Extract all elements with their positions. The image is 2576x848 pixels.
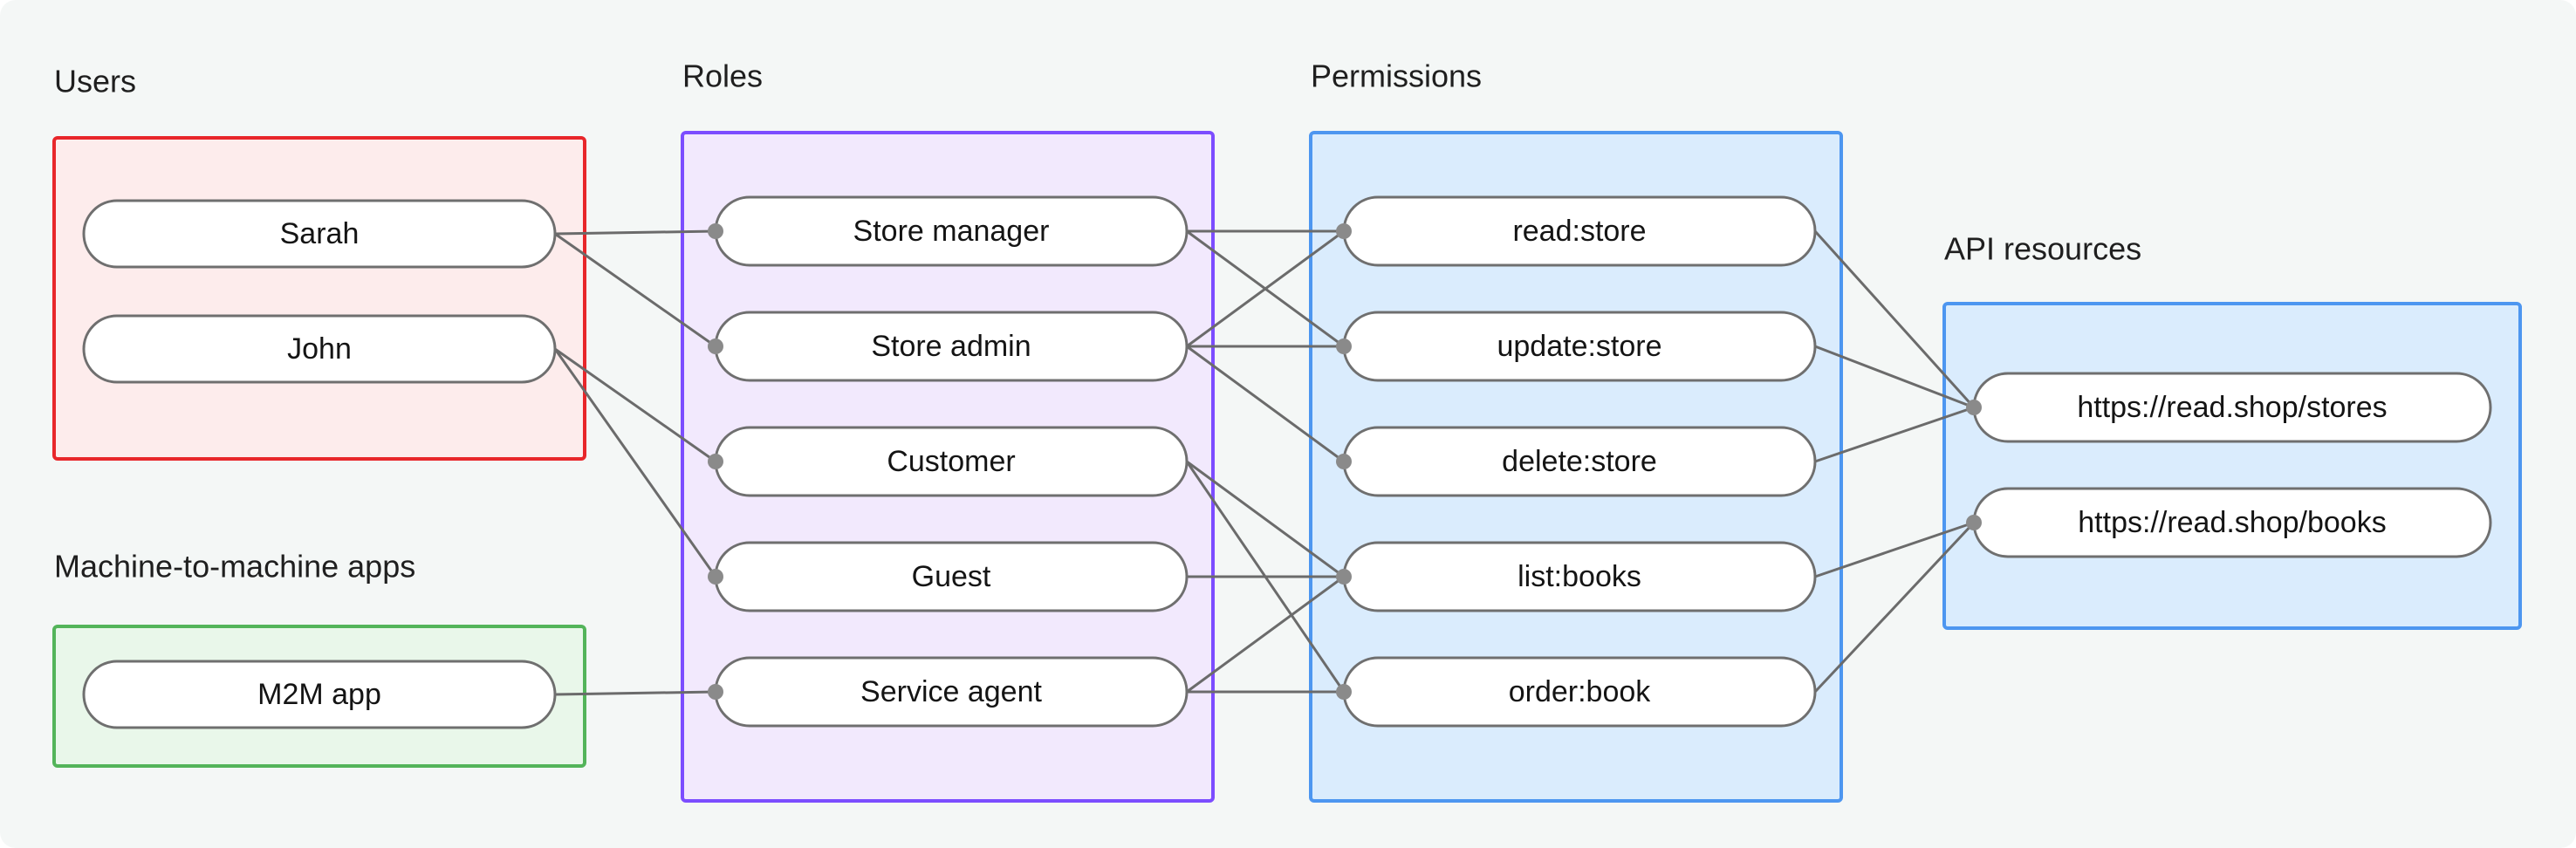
edge-john-to-guest [553, 348, 717, 578]
group-title-roles: Roles [682, 58, 763, 94]
node-label-sarah: Sarah [280, 217, 360, 250]
edge-read_store-to-res_stores [1813, 229, 1976, 409]
edge-endpoint-dot-store_admin [708, 339, 723, 354]
node-res_stores[interactable]: https://read.shop/stores [1972, 372, 2492, 443]
edge-endpoint-dot-service_agent [708, 684, 723, 700]
node-label-delete_store: delete:store [1502, 445, 1657, 478]
node-john[interactable]: John [82, 314, 557, 384]
group-title-m2m: Machine-to-machine apps [54, 549, 415, 585]
edge-store_admin-to-read_store [1186, 229, 1345, 348]
edge-endpoint-dot-res_stores [1966, 400, 1982, 415]
edge-sarah-to-store_admin [554, 232, 716, 348]
node-label-list_books: list:books [1518, 560, 1641, 593]
edge-endpoint-dot-update_store [1336, 339, 1352, 354]
edge-delete_store-to-res_stores [1814, 406, 1975, 463]
node-service_agent[interactable]: Service agent [714, 656, 1189, 728]
node-store_admin[interactable]: Store admin [714, 311, 1189, 382]
edge-endpoint-dot-list_books [1336, 569, 1352, 585]
edge-endpoint-dot-order_book [1336, 684, 1352, 700]
group-title-users: Users [54, 64, 136, 99]
group-box-users [52, 136, 586, 461]
edge-list_books-to-res_books [1814, 521, 1975, 578]
node-shape-sarah [82, 199, 557, 269]
edge-dots-top-layer [708, 223, 1982, 700]
node-label-guest: Guest [912, 560, 991, 593]
node-label-store_admin: Store admin [871, 330, 1031, 363]
node-sarah[interactable]: Sarah [82, 199, 557, 269]
node-list_books[interactable]: list:books [1342, 541, 1817, 612]
group-title-api: API resources [1944, 231, 2141, 267]
node-update_store[interactable]: update:store [1342, 311, 1817, 382]
node-label-res_stores: https://read.shop/stores [2077, 391, 2387, 424]
edge-service_agent-to-list_books [1186, 575, 1345, 694]
node-label-read_store: read:store [1512, 215, 1646, 248]
node-label-service_agent: Service agent [860, 675, 1042, 708]
edge-customer-to-list_books [1186, 460, 1345, 578]
edge-m2mapp-to-service_agent [554, 690, 716, 696]
edge-store_admin-to-delete_store [1186, 345, 1345, 463]
edge-endpoint-dot-res_books [1966, 515, 1982, 530]
node-m2mapp[interactable]: M2M app [82, 660, 557, 729]
node-shape-john [82, 314, 557, 384]
edges-layer [553, 229, 1976, 696]
node-delete_store[interactable]: delete:store [1342, 426, 1817, 497]
node-label-order_book: order:book [1509, 675, 1652, 708]
group-title-permissions: Permissions [1311, 58, 1482, 94]
node-label-res_books: https://read.shop/books [2078, 506, 2386, 539]
node-res_books[interactable]: https://read.shop/books [1972, 487, 2492, 558]
node-label-update_store: update:store [1497, 330, 1661, 363]
edge-order_book-to-res_books [1813, 521, 1976, 694]
edge-sarah-to-store_manager [554, 229, 716, 236]
edge-update_store-to-res_stores [1814, 345, 1975, 409]
node-shape-m2mapp [82, 660, 557, 729]
edge-endpoint-dot-guest [708, 569, 723, 585]
edge-endpoint-dot-delete_store [1336, 454, 1352, 469]
node-customer[interactable]: Customer [714, 426, 1189, 497]
group-box-api [1942, 302, 2522, 630]
node-label-m2mapp: M2M app [257, 678, 381, 711]
edge-endpoint-dot-store_manager [708, 223, 723, 239]
node-order_book[interactable]: order:book [1342, 656, 1817, 728]
node-label-john: John [287, 332, 352, 366]
node-label-customer: Customer [887, 445, 1015, 478]
node-label-store_manager: Store manager [853, 215, 1050, 248]
node-read_store[interactable]: read:store [1342, 195, 1817, 267]
edge-john-to-customer [554, 347, 716, 463]
edge-endpoint-dot-customer [708, 454, 723, 469]
node-guest[interactable]: Guest [714, 541, 1189, 612]
edge-endpoint-dot-read_store [1336, 223, 1352, 239]
node-store_manager[interactable]: Store manager [714, 195, 1189, 267]
